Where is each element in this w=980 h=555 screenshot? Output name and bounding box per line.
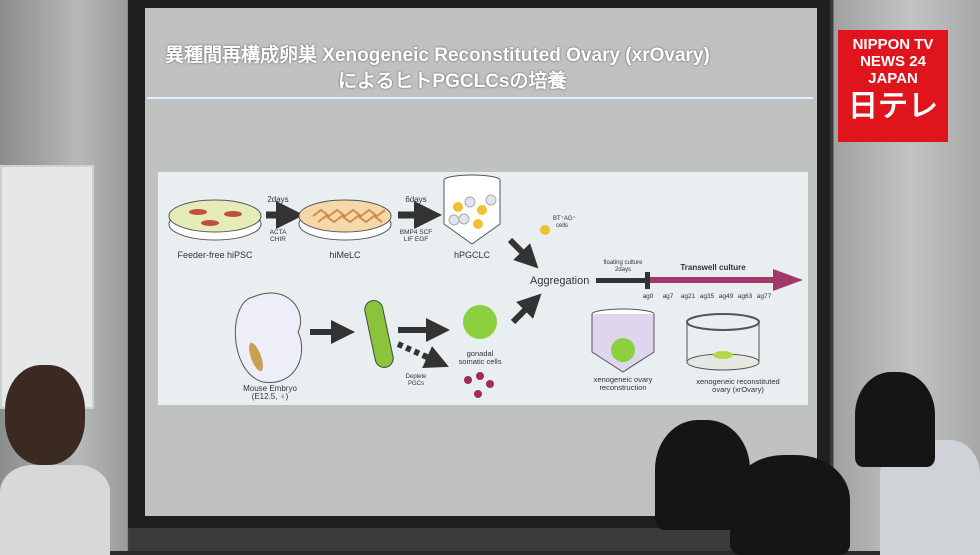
label-bmp4-scf: BMP4 SCF bbox=[400, 229, 433, 236]
transwell-arrow bbox=[650, 269, 803, 291]
label-floating-culture: floating culture bbox=[603, 260, 643, 266]
label-feeder: Feeder-free hiPSC bbox=[177, 250, 253, 260]
nippon-tv-news24-logo: NIPPON TV NEWS 24 JAPAN 日テレ bbox=[838, 30, 948, 142]
person-center-right bbox=[730, 455, 850, 555]
xrovary-diagram: Feeder-free hiPSC 2days ACTA CHIR hiMeLC… bbox=[168, 174, 803, 401]
logo-line2: NEWS 24 bbox=[860, 53, 926, 70]
label-2days: 2days bbox=[267, 195, 288, 204]
label-chir: CHIR bbox=[270, 236, 286, 243]
label-bt-ag: BT⁺AG⁺ bbox=[553, 215, 576, 222]
tube-hpgclc bbox=[443, 174, 501, 245]
diagram-panel: Feeder-free hiPSC 2days ACTA CHIR hiMeLC… bbox=[158, 172, 808, 405]
arrow-to-aggregation-bottom bbox=[510, 293, 542, 325]
label-gonadal: gonadal bbox=[467, 349, 494, 358]
slide-title-line2: によるヒトPGCLCsの培養 bbox=[338, 71, 567, 92]
label-6days: 6days bbox=[405, 195, 426, 204]
label-deplete: Deplete bbox=[406, 374, 427, 380]
logo-mark: 日テレ bbox=[848, 90, 938, 123]
label-somatic-cells: somatic cells bbox=[459, 357, 502, 366]
dish-hipsc bbox=[168, 199, 262, 241]
arrow-to-aggregation-top bbox=[507, 237, 539, 269]
label-mouse-embryo: Mouse Embryo bbox=[243, 384, 297, 393]
person-right bbox=[855, 372, 935, 467]
somatic-cells-icon bbox=[463, 305, 497, 339]
label-hpgclc: hPGCLC bbox=[454, 250, 491, 260]
timepoint-label: ag21 bbox=[681, 293, 696, 300]
timepoint-label: ag0 bbox=[643, 293, 654, 300]
mouse-embryo-icon bbox=[234, 292, 303, 383]
label-pgcs: PGCs bbox=[408, 381, 424, 387]
label-xrovary: ovary (xrOvary) bbox=[712, 385, 764, 394]
label-aggregation: Aggregation bbox=[530, 275, 589, 287]
transwell-icon bbox=[686, 313, 760, 371]
label-acta: ACTA bbox=[270, 229, 288, 236]
logo-line3: JAPAN bbox=[868, 70, 918, 87]
person-left-shirt bbox=[0, 465, 110, 555]
label-transwell: Transwell culture bbox=[680, 263, 746, 272]
dashed-arrow-deplete bbox=[396, 341, 449, 369]
person-left bbox=[5, 365, 85, 465]
slide-title-line1: 異種間再構成卵巣 Xenogeneic Reconstituted Ovary … bbox=[165, 45, 710, 66]
timepoint-label: ag77 bbox=[757, 293, 772, 300]
label-lif-egf: LIF EGF bbox=[404, 236, 429, 243]
label-reconstruction: reconstruction bbox=[599, 383, 646, 392]
label-floating-2days: 2days bbox=[615, 267, 631, 273]
timepoint-label: ag35 bbox=[700, 293, 715, 300]
pgc-dots-icon bbox=[464, 372, 494, 398]
timepoint-label: ag63 bbox=[738, 293, 753, 300]
title-divider bbox=[147, 97, 813, 99]
timepoint-label: ag49 bbox=[719, 293, 734, 300]
label-cells: cells bbox=[556, 223, 568, 229]
dish-himelc bbox=[298, 199, 392, 241]
bt-ag-cell-icon bbox=[540, 225, 550, 235]
ovary-well-icon bbox=[591, 308, 655, 373]
timepoint-label: ag7 bbox=[663, 293, 674, 300]
label-himelc: hiMeLC bbox=[329, 250, 361, 260]
label-xeno-reconstituted: xenogeneic reconstituted bbox=[696, 377, 779, 386]
logo-line1: NIPPON TV bbox=[852, 36, 934, 53]
label-xeno-ovary: xenogeneic ovary bbox=[594, 375, 653, 384]
floating-culture-bar bbox=[596, 278, 646, 283]
gonad-icon bbox=[364, 300, 394, 368]
label-e125: (E12.5, ♀) bbox=[252, 392, 289, 401]
